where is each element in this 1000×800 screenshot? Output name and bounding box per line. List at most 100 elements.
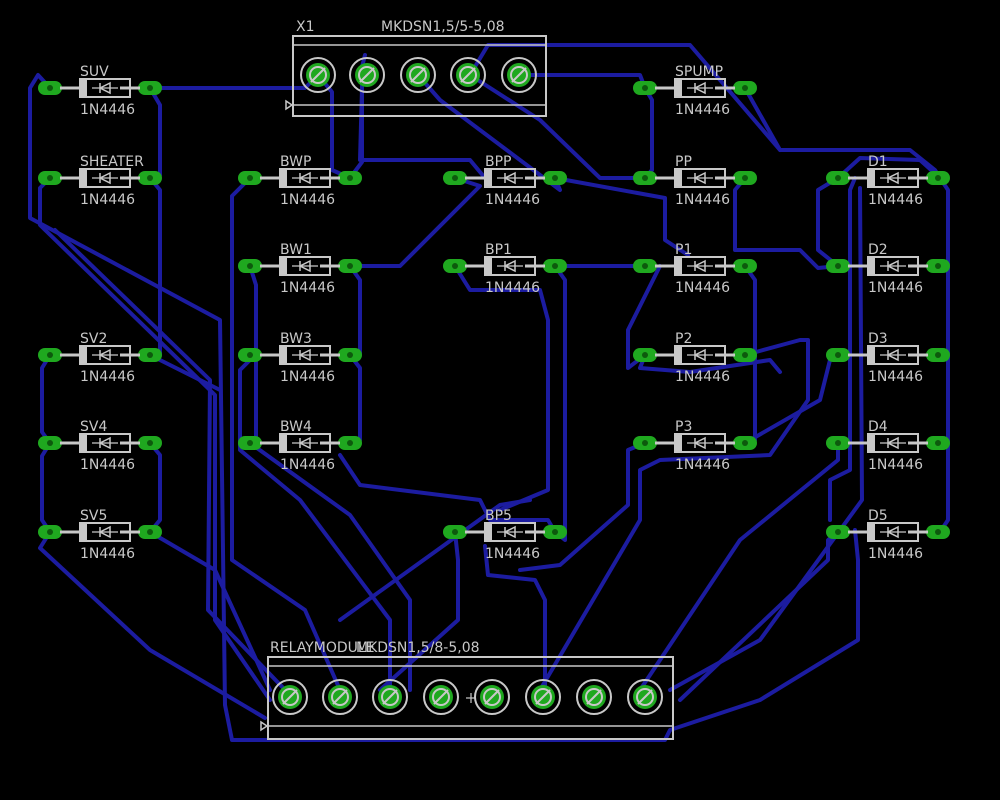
trace [638,441,840,692]
diode-name-label: SV5 [80,508,107,524]
diode-name-label: BP1 [485,242,512,258]
diode-part-label: 1N4446 [280,192,335,208]
diode-part-label: 1N4446 [80,102,135,118]
trace [348,176,482,268]
diode-body [279,256,331,276]
diode-body [79,345,131,365]
cathode-band [869,524,875,540]
diode-name-label: SV2 [80,331,107,347]
trace [358,86,364,162]
cathode-band [81,435,87,451]
trace [338,498,532,622]
diode-footprints: SUV1N4446SHEATER1N4446SV21N4446SV41N4446… [38,64,950,562]
cathode-band [486,258,492,274]
cathode-band [81,80,87,96]
terminal-pin [576,679,612,715]
diode-name-label: D3 [868,331,888,347]
cathode-band [869,258,875,274]
diode-body [867,168,919,188]
cathode-band [281,347,287,363]
trace [638,353,782,374]
diode-body [484,168,536,188]
terminal-pin [372,679,408,715]
diode-part-label: 1N4446 [675,280,730,296]
cathode-band [676,258,682,274]
terminal-pin [349,57,385,93]
cathode-band [676,170,682,186]
cathode-band [676,347,682,363]
diode-body [867,433,919,453]
diode-part-label: 1N4446 [868,457,923,473]
diode-name-label: D2 [868,242,888,258]
diode-bw4: BW4 1N4446 [238,419,362,473]
trace [733,176,840,270]
connector-x1-name: X1 [296,19,315,35]
diode-part-label: 1N4446 [485,280,540,296]
diode-sheater: SHEATER 1N4446 [38,154,162,208]
diode-name-label: D5 [868,508,888,524]
cathode-band [676,435,682,451]
trace [248,441,412,692]
diode-name-label: BW4 [280,419,312,435]
diode-body [674,433,726,453]
diode-body [79,433,131,453]
connector-x1-body [292,35,547,117]
diode-name-label: P3 [675,419,692,435]
trace [553,176,690,257]
cathode-band [486,170,492,186]
diode-name-label: SHEATER [80,154,144,170]
diode-body [79,78,131,98]
diode-name-label: BPP [485,154,512,170]
diode-part-label: 1N4446 [675,369,730,385]
diode-body [279,433,331,453]
diode-d4: D4 1N4446 [826,419,950,473]
diode-part-label: 1N4446 [868,546,923,562]
terminal-pin [300,57,336,93]
pin1-marker [285,99,294,111]
diode-part-label: 1N4446 [80,192,135,208]
terminal-pin [450,57,486,93]
diode-part-label: 1N4446 [280,457,335,473]
diode-name-label: SPUMP [675,64,723,80]
trace [230,176,342,692]
connector-relay-name: RELAYMODULE [270,640,375,656]
trace [338,453,557,534]
diode-name-label: P2 [675,331,692,347]
terminal-pin [474,679,510,715]
diode-name-label: D4 [868,419,888,435]
connector-x1-part: MKDSN1,5/5-5,08 [381,19,505,35]
terminal-pin [525,679,561,715]
connector-x1: X1 MKDSN1,5/5-5,08 [285,19,547,117]
diode-name-label: SV4 [80,419,107,435]
cathode-band [869,347,875,363]
cathode-band [281,258,287,274]
cathode-band [81,524,87,540]
trace [148,530,272,692]
diode-part-label: 1N4446 [80,369,135,385]
trace [468,73,647,180]
terminal-pin [501,57,537,93]
diode-suv: SUV 1N4446 [38,64,162,118]
trace [518,441,647,572]
trace [378,530,460,692]
trace [453,264,550,512]
terminal-pin [322,679,358,715]
terminal-pin [627,679,663,715]
diode-name-label: SUV [80,64,109,80]
trace [836,156,942,180]
diode-part-label: 1N4446 [868,369,923,385]
diode-name-label: D1 [868,154,888,170]
cathode-band [281,435,287,451]
trace [483,544,547,692]
cathode-band [281,170,287,186]
